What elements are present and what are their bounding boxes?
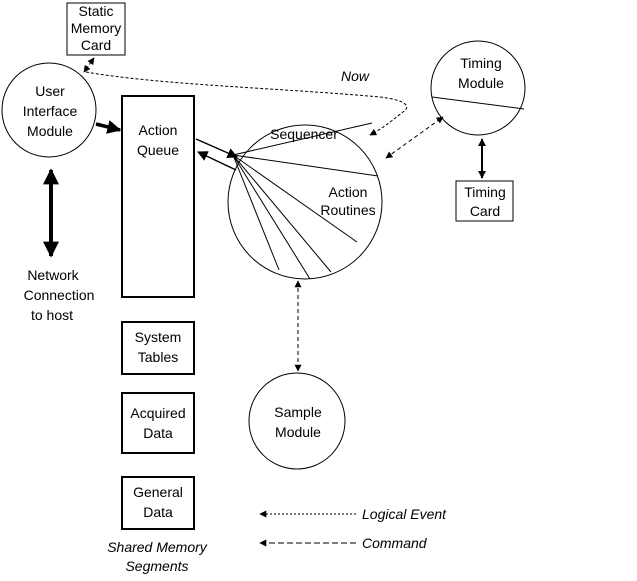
static-card-ui-link <box>83 57 95 73</box>
action-queue-label-2: Queue <box>137 142 179 158</box>
network-connection-label-1: Network <box>27 267 79 283</box>
ui-to-action-queue-arrow <box>95 120 122 134</box>
now-label: Now <box>341 68 370 84</box>
sequencer-timing-link <box>385 116 444 159</box>
timing-module: Timing Module <box>430 40 526 136</box>
sequencer-circle: Sequencer Action Routines <box>227 122 383 280</box>
timing-card: Timing Card <box>455 180 514 222</box>
timing-card-label-2: Card <box>470 203 500 219</box>
system-tables: System Tables <box>121 321 195 375</box>
queue-to-sequencer-arrow <box>195 138 238 159</box>
general-data: General Data <box>121 476 195 530</box>
action-routines-label-2: Routines <box>320 202 375 218</box>
network-connection-label-3: to host <box>31 307 73 323</box>
legend: Logical Event Command <box>259 506 447 551</box>
legend-command-label: Command <box>362 535 428 551</box>
static-memory-card: Static Memory Card <box>66 2 126 56</box>
sequencer-label: Sequencer <box>270 126 338 142</box>
timing-card-label-1: Timing <box>464 184 506 200</box>
general-data-label-2: Data <box>143 504 173 520</box>
action-queue: Action Queue <box>121 95 195 298</box>
sample-module-label-2: Module <box>275 424 321 440</box>
acquired-data-label-1: Acquired <box>130 405 185 421</box>
system-tables-label-2: Tables <box>138 349 178 365</box>
sequencer-to-queue-arrow <box>197 151 237 171</box>
user-interface-module: User Interface Module <box>1 62 97 158</box>
action-routines-label-1: Action <box>329 184 368 200</box>
timing-module-label-1: Timing <box>460 55 502 71</box>
static-memory-card-label-3: Card <box>81 37 111 53</box>
action-queue-label-1: Action <box>139 122 178 138</box>
sample-module-label-1: Sample <box>274 404 322 420</box>
shared-memory-caption: Shared Memory Segments <box>107 539 208 574</box>
user-interface-module-label-3: Module <box>27 123 73 139</box>
acquired-data-label-2: Data <box>143 425 173 441</box>
general-data-label-1: General <box>133 484 183 500</box>
acquired-data: Acquired Data <box>121 392 195 454</box>
network-connection-label: Network Connection to host <box>24 267 95 323</box>
system-tables-label-1: System <box>135 329 182 345</box>
timing-module-label-2: Module <box>458 75 504 91</box>
user-interface-module-label-1: User <box>35 83 65 99</box>
network-connection-label-2: Connection <box>24 287 95 303</box>
legend-logical-event-label: Logical Event <box>362 506 447 522</box>
static-memory-card-label-2: Memory <box>71 20 122 36</box>
user-interface-module-label-2: Interface <box>23 103 78 119</box>
sample-module: Sample Module <box>248 372 346 470</box>
shared-memory-caption-2: Segments <box>125 558 188 574</box>
static-memory-card-label-1: Static <box>78 3 113 19</box>
shared-memory-caption-1: Shared Memory <box>107 539 208 555</box>
